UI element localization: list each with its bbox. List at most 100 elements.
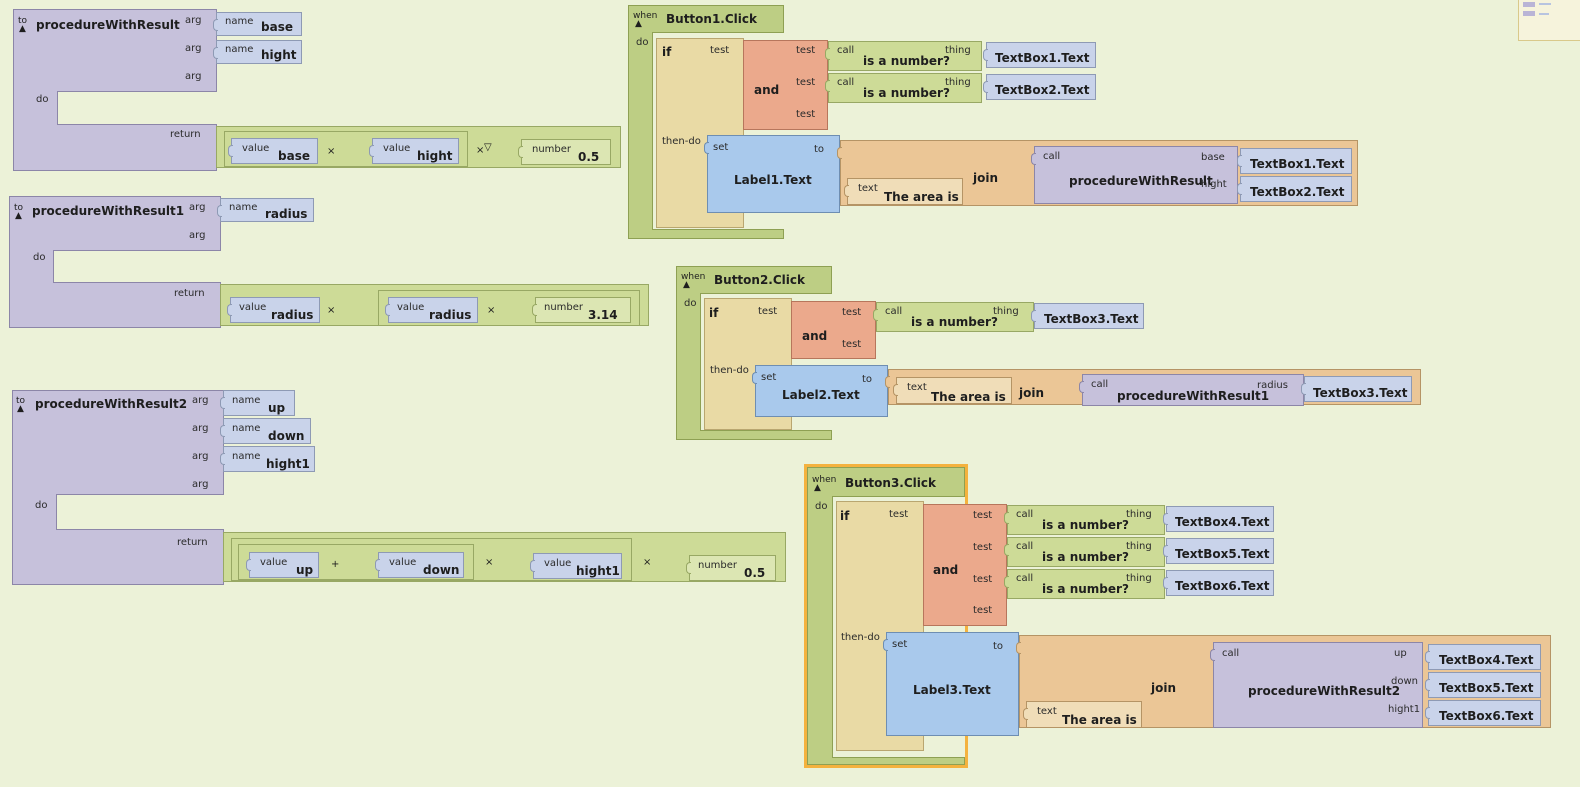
component-property[interactable]: TextBox4.Text [1439,653,1534,667]
value-name[interactable]: radius [429,308,472,322]
value-name[interactable]: up [296,563,314,577]
arg-name[interactable]: radius [265,207,308,221]
procedure-name[interactable]: procedureWithResult [1069,174,1213,188]
value-name[interactable]: base [278,149,310,163]
arg-block-radius[interactable]: name radius [217,198,314,222]
set-label-block[interactable]: set to Label1.Text [704,135,840,213]
textbox-getter[interactable]: TextBox5.Text [1163,538,1274,564]
component-property[interactable]: TextBox1.Text [995,51,1090,65]
label-property[interactable]: Label3.Text [913,683,991,697]
collapse-triangle-icon[interactable]: ▲ [683,280,690,290]
is-number-block[interactable]: call is a number? thing [1004,505,1165,535]
procedure-name[interactable]: procedureWithResult [36,18,180,32]
arg-block-hight1[interactable]: name hight1 [220,446,315,472]
component-property[interactable]: TextBox5.Text [1175,547,1270,561]
textbox-getter[interactable]: TextBox1.Text [983,42,1096,68]
textbox-getter[interactable]: TextBox2.Text [983,74,1096,100]
text-value[interactable]: The area is [884,190,959,204]
and-block[interactable]: and test test test test [923,504,1007,626]
textbox-getter[interactable]: TextBox5.Text [1425,672,1541,698]
procedure-body[interactable] [12,390,224,585]
arg-name[interactable]: base [261,20,293,34]
value-name[interactable]: hight1 [576,564,620,578]
call-procedure-block[interactable]: call procedureWithResult1 radius [1079,374,1304,406]
value-base[interactable]: value base [228,138,318,164]
component-property[interactable]: TextBox3.Text [1313,386,1408,400]
number-block[interactable]: number 3.14 [532,297,631,323]
number-value[interactable]: 0.5 [744,566,766,580]
value-name[interactable]: down [423,563,460,577]
value-down[interactable]: value down [375,552,464,578]
set-label-block[interactable]: set to Label2.Text [752,365,888,417]
arg-name[interactable]: down [268,429,305,443]
is-number-block[interactable]: call is a number? thing [873,302,1034,332]
value-up[interactable]: value up [246,552,319,578]
call-procedure-block[interactable]: call procedureWithResult2 up down hight1 [1210,642,1423,728]
value-hight1[interactable]: value hight1 [530,553,622,579]
collapse-triangle-icon[interactable]: ▲ [635,19,642,29]
textbox-getter[interactable]: TextBox4.Text [1425,644,1541,670]
event-name[interactable]: Button2.Click [714,273,805,287]
is-number-block[interactable]: call is a number? thing [825,41,982,71]
textbox-getter[interactable]: TextBox1.Text [1237,148,1352,174]
and-block[interactable]: and test test test [743,40,828,130]
textbox-getter[interactable]: TextBox3.Text [1031,303,1144,329]
component-property[interactable]: TextBox6.Text [1175,579,1270,593]
arg-block-down[interactable]: name down [220,418,311,444]
label-property[interactable]: Label1.Text [734,173,812,187]
arg-block-base[interactable]: name base [213,12,302,36]
is-number-block[interactable]: call is a number? thing [1004,537,1165,567]
number-value[interactable]: 0.5 [578,150,600,164]
textbox-getter[interactable]: TextBox3.Text [1301,376,1412,402]
test-label: test [973,510,993,521]
event-name[interactable]: Button1.Click [666,12,757,26]
number-block[interactable]: number 0.5 [686,555,776,581]
arg-block-up[interactable]: name up [220,390,295,416]
textbox-getter[interactable]: TextBox4.Text [1163,506,1274,532]
workspace-minimap[interactable] [1518,0,1580,41]
value-hight[interactable]: value hight [369,138,459,164]
arg-name[interactable]: up [268,401,286,415]
arg-name[interactable]: hight [261,48,297,62]
arg-name[interactable]: hight1 [266,457,310,471]
number-value[interactable]: 3.14 [588,308,618,322]
set-label-block[interactable]: set to Label3.Text [883,632,1019,736]
number-block[interactable]: number 0.5 [518,139,611,165]
collapse-triangle-icon[interactable]: ▲ [814,483,821,493]
component-property[interactable]: TextBox3.Text [1044,312,1139,326]
procedure-name[interactable]: procedureWithResult2 [1248,684,1401,698]
text-value[interactable]: The area is [1062,713,1137,727]
value-radius[interactable]: value radius [227,297,320,323]
and-block[interactable]: and test test [791,301,876,359]
value-name[interactable]: hight [417,149,453,163]
text-block[interactable]: text The area is [893,377,1012,404]
component-property[interactable]: TextBox1.Text [1250,157,1345,171]
component-property[interactable]: TextBox6.Text [1439,709,1534,723]
component-property[interactable]: TextBox2.Text [995,83,1090,97]
collapse-triangle-icon[interactable]: ▲ [15,211,22,221]
collapse-triangle-icon[interactable]: ▲ [19,24,26,34]
label-property[interactable]: Label2.Text [782,388,860,402]
operator-dropdown-icon[interactable]: ▽ [484,142,492,153]
procedure-body[interactable] [13,9,217,171]
procedure-name[interactable]: procedureWithResult1 [1117,389,1270,403]
component-property[interactable]: TextBox5.Text [1439,681,1534,695]
textbox-getter[interactable]: TextBox6.Text [1425,700,1541,726]
procedure-name[interactable]: procedureWithResult2 [35,397,188,411]
textbox-getter[interactable]: TextBox6.Text [1163,570,1274,596]
text-block[interactable]: text The area is [1023,701,1142,728]
text-block[interactable]: text The area is [844,178,963,205]
arg-block-hight[interactable]: name hight [213,40,302,64]
component-property[interactable]: TextBox4.Text [1175,515,1270,529]
call-procedure-block[interactable]: call procedureWithResult base hight [1031,146,1238,204]
event-name[interactable]: Button3.Click [845,476,936,490]
collapse-triangle-icon[interactable]: ▲ [17,404,24,414]
value-radius[interactable]: value radius [385,297,478,323]
procedure-name[interactable]: procedureWithResult1 [32,204,185,218]
value-name[interactable]: radius [271,308,314,322]
text-value[interactable]: The area is [931,390,1006,404]
component-property[interactable]: TextBox2.Text [1250,185,1345,199]
textbox-getter[interactable]: TextBox2.Text [1237,176,1352,202]
is-number-block[interactable]: call is a number? thing [825,73,982,103]
is-number-block[interactable]: call is a number? thing [1004,569,1165,599]
